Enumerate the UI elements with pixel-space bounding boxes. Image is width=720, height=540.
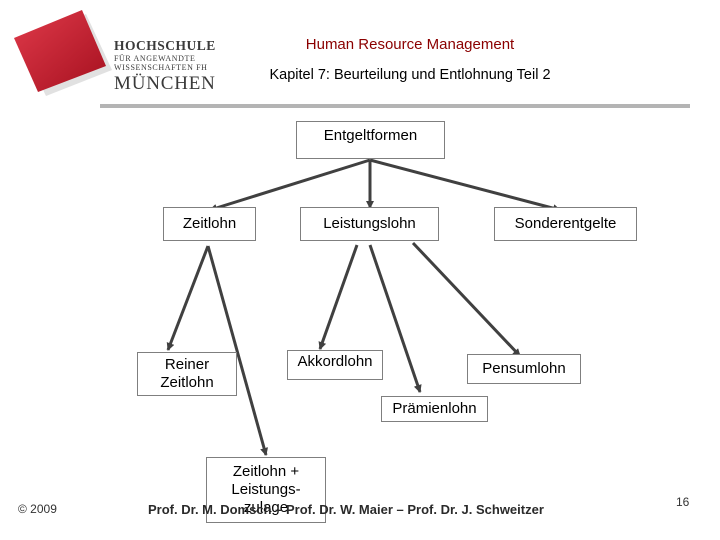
node-sonderentgelte: Sonderentgelte [494,207,637,241]
arrow-sonderentgelte-pensum [411,241,522,358]
university-logo [8,8,218,98]
node-zeitlohn-zulage: Zeitlohn + Leistungs- zulage [206,457,326,523]
arrow-zeitlohn-zulage [206,245,268,456]
arrow-leistungslohn-praemien [368,244,422,393]
logo-line-2: FÜR ANGEWANDTE [114,54,196,63]
arrow-zeitlohn-reiner [166,245,210,351]
arrow-leistungslohn-akkord [318,244,359,350]
arrow-root-sonderentgelte [369,158,561,213]
footer-authors: Prof. Dr. M. Domsch – Prof. Dr. W. Maier… [148,502,544,517]
node-reiner-zeitlohn: Reiner Zeitlohn [137,352,237,396]
page-subtitle: Kapitel 7: Beurteilung und Entlohnung Te… [269,67,551,83]
logo-line-1: HOCHSCHULE [114,38,216,53]
logo-line-3: WISSENSCHAFTEN FH [114,63,208,72]
logo-line-4: MÜNCHEN [114,73,216,94]
node-zeitlohn: Zeitlohn [163,207,256,241]
page-title: Human Resource Management [305,36,515,53]
header-divider [100,104,690,108]
node-pensumlohn: Pensumlohn [467,354,581,384]
logo-shape-icon [14,10,112,96]
page-number: 16 [676,495,690,509]
node-entgeltformen: Entgeltformen [296,121,445,159]
arrow-root-zeitlohn [209,158,371,212]
node-praemienlohn: Prämienlohn [381,396,488,422]
node-akkordlohn: Akkordlohn [287,350,383,380]
copyright-year: © 2009 [18,502,57,516]
node-leistungslohn: Leistungslohn [300,207,439,241]
